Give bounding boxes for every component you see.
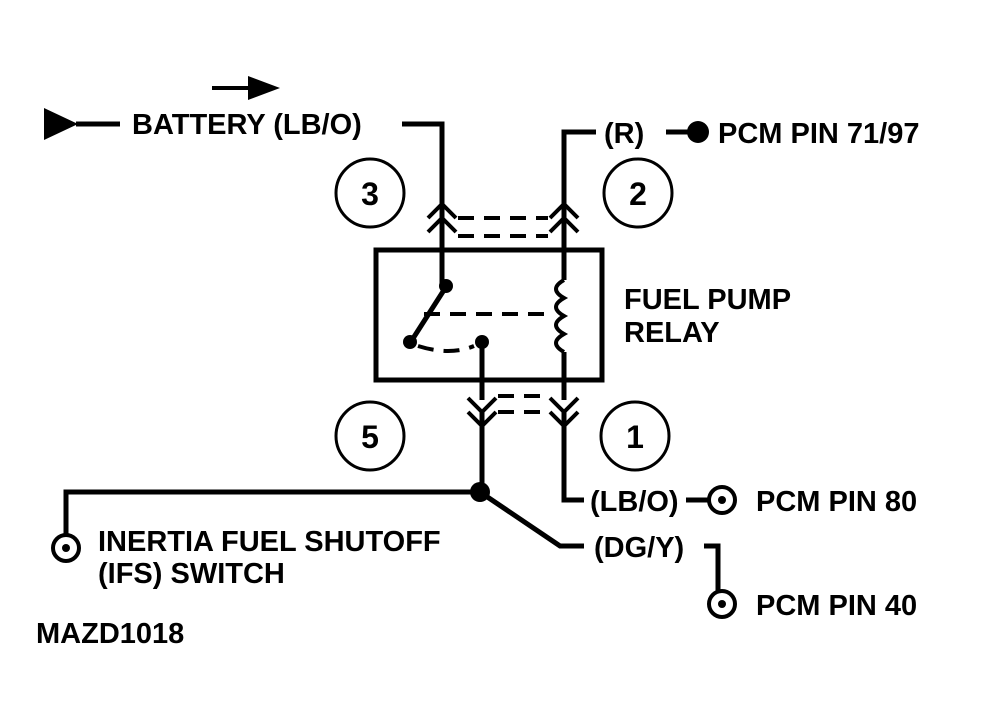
relay-label-line2: RELAY [624,317,720,349]
pin-3-label: 3 [361,176,379,212]
pcm-40-label: PCM PIN 40 [756,590,917,622]
relay-body [373,247,605,383]
relay-coil [554,250,569,380]
pin-2-label: 2 [629,176,647,212]
top-connector [426,201,580,238]
ifs-label-line1: INERTIA FUEL SHUTOFF [98,526,441,558]
figure-id-label: MAZD1018 [36,618,184,650]
flow-direction-arrow [212,76,280,100]
ifs-label-line2: (IFS) SWITCH [98,558,285,590]
wire-r-label: (R) [604,118,644,150]
pin-5-marker: 5 [334,400,406,472]
pcm-80-wire [561,412,584,503]
pin-1-label: 1 [626,419,644,455]
pin-3-marker: 3 [334,157,406,229]
battery-wire [402,121,445,232]
wire-dgy-label: (DG/Y) [594,532,684,564]
wire-lbo-label: (LB/O) [590,486,679,518]
relay-label-line1: FUEL PUMP [624,284,791,316]
pcm-71-97-label: PCM PIN 71/97 [718,118,919,150]
battery-input-arrow [44,108,120,140]
battery-label: BATTERY (LB/O) [132,109,362,141]
pcm-80-label: PCM PIN 80 [756,486,917,518]
ifs-switch-wire [63,489,480,534]
pcm-71-97-terminal-dot [687,121,709,143]
relay-switch-contacts [403,250,548,380]
pcm-71-97-wire [561,129,596,232]
pin-1-marker: 1 [599,400,671,472]
pcm-40-wire [478,489,584,549]
pin-5-label: 5 [361,419,379,455]
pin-2-marker: 2 [602,157,674,229]
